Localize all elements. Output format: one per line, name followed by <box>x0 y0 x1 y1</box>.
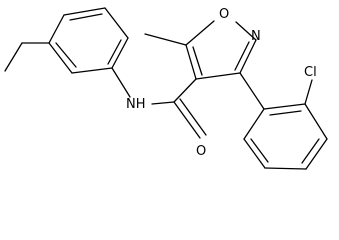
chlorine-label: Cl <box>304 65 317 80</box>
aryl-bond <box>239 72 265 110</box>
molecule-structure-diagram: NH O O N Cl <box>4 7 328 170</box>
ring-oxygen-label: O <box>219 7 229 22</box>
ethylphenyl-ring <box>48 7 129 74</box>
ring-nitrogen-label: N <box>251 29 261 44</box>
chlorine-bond <box>304 79 313 105</box>
n-aryl-bond <box>111 67 131 98</box>
carbonyl-oxygen-label: O <box>196 144 206 159</box>
amide-nh-label: NH <box>126 97 146 112</box>
amide-bond <box>151 101 175 105</box>
chlorophenyl-ring <box>243 103 328 170</box>
carbonyl-group <box>173 78 207 139</box>
ethyl-group <box>4 42 50 72</box>
isoxazole-ring <box>185 20 257 80</box>
methyl-bond <box>144 33 187 46</box>
